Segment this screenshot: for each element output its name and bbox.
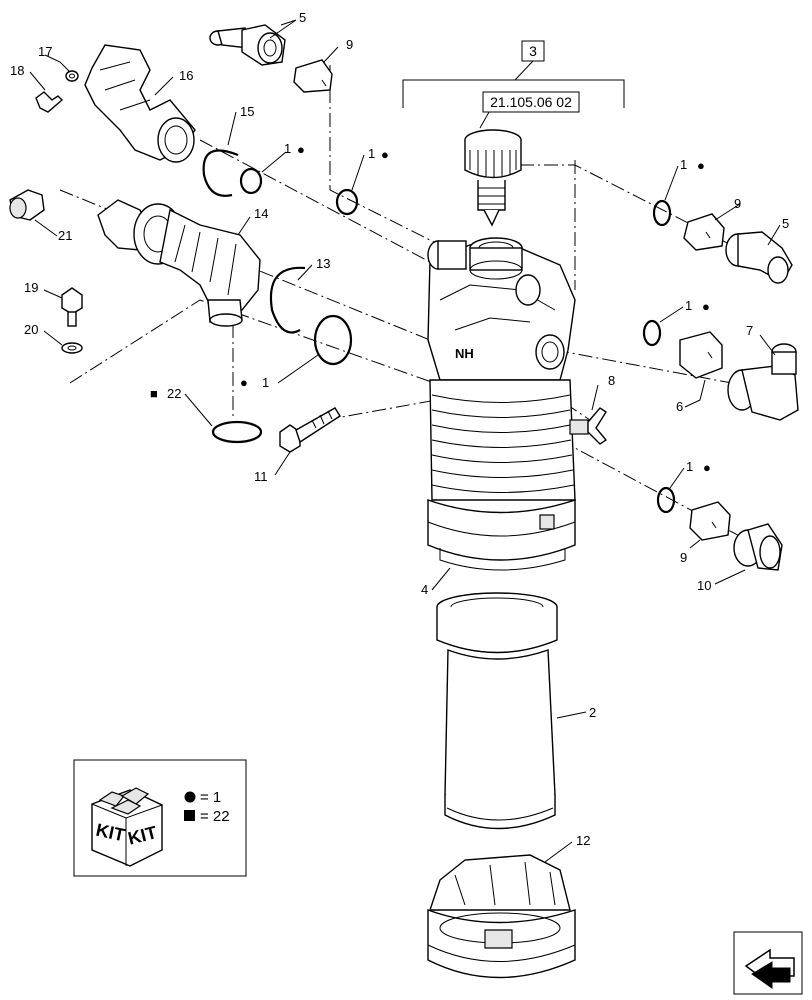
housing-logo: NH [455,346,474,361]
callout-11: 11 [254,469,268,484]
callout-2: 2 [589,705,596,720]
o-ring-1-e [642,319,662,347]
o-ring-1-f [656,486,676,514]
o-ring-1-d [652,199,672,227]
cap-21 [9,189,45,221]
snap-ring-15 [202,149,239,197]
leader-lines [29,19,781,863]
kit-box-icon: KIT KIT [91,787,163,867]
callout-13: 13 [316,256,330,271]
circle-symbol-b: ● [381,147,389,162]
callout-9-lower: 9 [680,550,687,565]
callout-18: 18 [10,63,24,78]
filter-housing-4: NH [427,237,576,571]
callout-17: 17 [38,44,52,59]
fitting-5-right [725,231,793,284]
o-ring-1-c [313,314,353,366]
reference-code-box [482,91,580,113]
callout-9-top: 9 [346,37,353,52]
clip-6 [679,331,723,379]
filter-element-2 [436,592,558,830]
callout-8: 8 [608,373,615,388]
callout-14: 14 [254,206,268,221]
clip-9-lower [689,501,731,541]
fitting-5-top [209,24,286,66]
filter-bowl-12 [427,854,576,979]
kit-legend-frame [73,759,247,877]
circle-symbol-f: ● [703,460,711,475]
callout-1-c: 1 [262,375,269,390]
reference-box-label: 3 [529,43,537,59]
navigation-arrow-icon[interactable] [733,931,803,995]
callout-1-b: 1 [368,146,375,161]
circle-symbol-a: ● [297,142,305,157]
reference-bracket: 3 21.105.06 02 [402,40,625,129]
callout-21: 21 [58,228,72,243]
callout-5-top: 5 [299,10,306,25]
circle-symbol-c: ● [240,375,248,390]
callout-5-right: 5 [782,216,789,231]
callout-19: 19 [24,280,38,295]
washer-20 [61,342,83,354]
o-ring-1-a [239,167,263,195]
kit-circle-symbol [184,791,196,803]
callout-1-a: 1 [284,141,291,156]
clip-9-right [683,213,725,251]
navigation-arrow-frame[interactable] [733,931,803,995]
circle-symbol-d: ● [697,158,705,173]
callout-1-e: 1 [685,298,692,313]
callout-7: 7 [746,323,753,338]
snap-ring-13 [269,266,306,334]
callout-10: 10 [697,578,711,593]
clip-9-top [293,59,333,93]
o-ring-1-b [335,188,359,216]
callout-6: 6 [676,399,683,414]
callout-22: 22 [167,386,181,401]
bolt-11 [279,407,341,453]
callout-1-f: 1 [686,459,693,474]
square-symbol-22: ■ [150,386,158,401]
bolt-18 [35,91,64,113]
reference-code-label: 21.105.06 02 [490,94,572,110]
callout-15: 15 [240,104,254,119]
inlet-fitting-16 [84,44,196,163]
callout-9-right: 9 [734,196,741,211]
drain-valve-8 [569,407,608,445]
strainer-cap [464,129,522,227]
kit-square-symbol [184,810,195,821]
kit-square-equals: = 22 [200,808,230,825]
kit-circle-equals: = 1 [200,789,221,806]
o-ring-22 [211,420,263,444]
callout-labels: 5 9 17 18 16 15 1 ● 1 ● 21 14 19 13 20 ●… [10,10,789,848]
elbow-hose-14 [97,199,261,327]
plug-10 [733,523,783,571]
callout-4: 4 [421,582,428,597]
circle-symbol-e: ● [702,299,710,314]
callout-1-d: 1 [680,157,687,172]
callout-20: 20 [24,322,38,337]
callout-16: 16 [179,68,193,83]
washer-17 [65,70,79,82]
kit-legend: KIT KIT = 1 = 22 [73,759,247,877]
fitting-7 [727,343,799,421]
bolt-19 [61,287,83,327]
callout-12: 12 [576,833,590,848]
